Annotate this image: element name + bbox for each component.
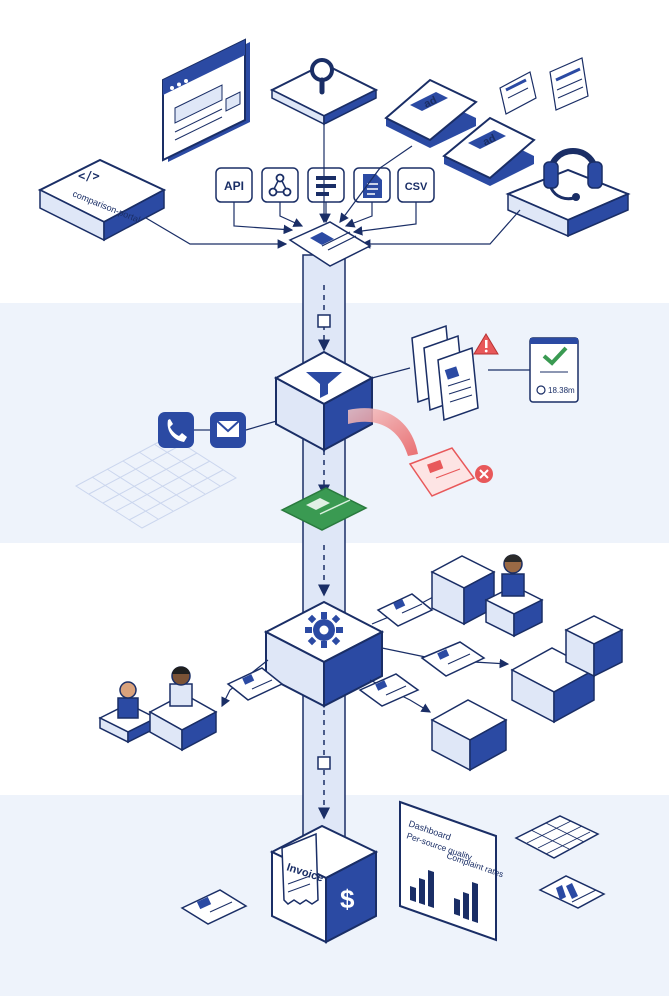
envelope-icon (216, 420, 240, 437)
agent-group (98, 666, 218, 752)
routing-cube (263, 600, 385, 708)
headset-icon (543, 148, 603, 201)
ad-label-2: ad (481, 132, 498, 148)
form-badge (307, 167, 345, 203)
dollar-icon: $ (340, 884, 355, 914)
background-grid (75, 435, 237, 529)
accepted-lead (280, 487, 368, 531)
format-badges: API (215, 167, 435, 203)
csv-badge: CSV (397, 167, 435, 203)
source-ads: ad ad (384, 78, 536, 186)
document-badge (353, 167, 391, 203)
phone-icon (167, 419, 187, 442)
buyer-cube-2 (510, 647, 596, 724)
invoice-cube: Invoice $ (269, 824, 379, 944)
api-icon: API (224, 179, 244, 193)
table-card (514, 815, 600, 859)
source-web-page (162, 38, 250, 162)
approval-card: 18.38m (529, 337, 579, 403)
api-badge: API (215, 167, 253, 203)
ad-label-1: ad (422, 94, 439, 110)
buyer-cube-3 (564, 615, 624, 678)
funnel-icon (306, 372, 342, 398)
warning-icon (473, 333, 499, 355)
source-call-center (505, 148, 631, 238)
code-icon: </> (78, 169, 100, 183)
source-comparison-portal: </> comparison-portal (37, 158, 167, 242)
floating-cards (499, 57, 589, 115)
validation-documents (371, 324, 530, 422)
source-search (269, 58, 379, 126)
magnifier-icon (310, 58, 334, 95)
rejected-lead (348, 408, 493, 497)
routed-lead-cards (226, 593, 486, 707)
form-icon (316, 176, 336, 196)
contact-channels (158, 412, 281, 448)
buyer-avatar-1 (484, 554, 544, 638)
checkmark-icon (542, 346, 568, 366)
dashboard-bars (410, 870, 478, 923)
delivery-card (180, 889, 248, 925)
filter-cube (273, 350, 375, 452)
webhook-icon (268, 173, 292, 197)
webhook-badge (261, 167, 299, 203)
intake-lead-card (288, 221, 372, 267)
csv-icon: CSV (405, 181, 428, 193)
intake-connectors (145, 116, 521, 249)
dashboard-panel: Dashboard Per-source quality Complaint r… (399, 800, 505, 942)
pipeline-spine (302, 254, 346, 866)
timer-label: 18.38m (548, 386, 575, 395)
x-circle-icon (475, 465, 493, 483)
mini-chart-card (538, 875, 606, 909)
buyer-cube-4 (430, 699, 508, 772)
browser-window-icon (170, 79, 188, 90)
buyer-cube-1 (430, 555, 496, 626)
gear-icon (305, 612, 343, 648)
